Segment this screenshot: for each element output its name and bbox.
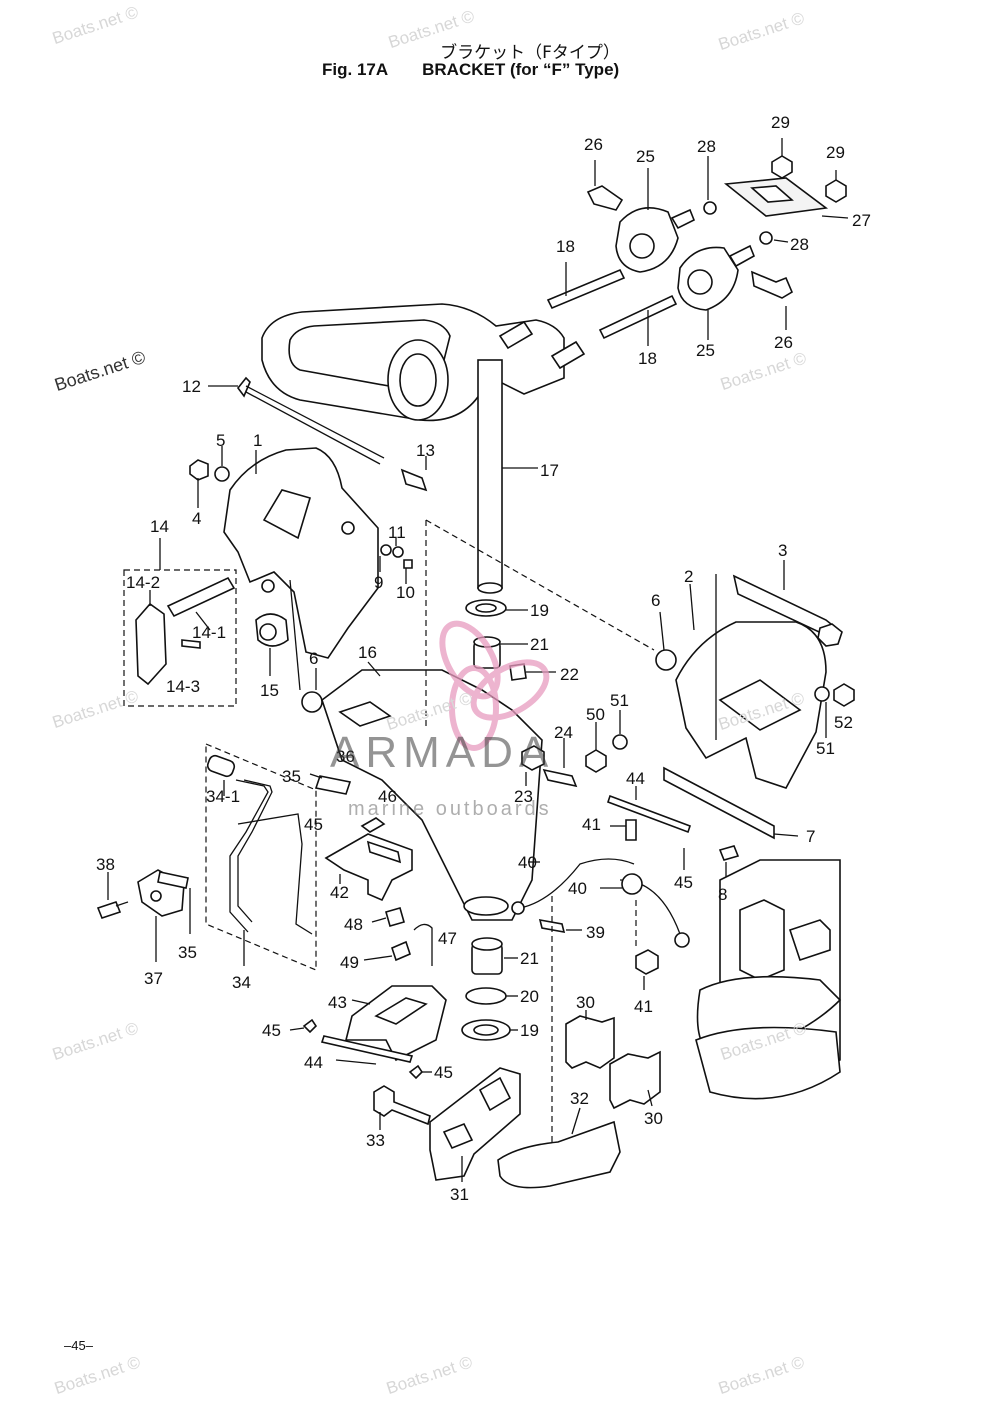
callout-1: 1 — [253, 431, 262, 450]
callout-25-bottom: 25 — [696, 341, 715, 360]
callout-40-top: 40 — [518, 853, 537, 872]
callout-33: 33 — [366, 1131, 385, 1150]
japanese-title: ブラケット（Fタイプ） — [440, 43, 620, 63]
callout-36: 36 — [336, 747, 355, 766]
figure-title: Fig. 17A BRACKET (for “F” Type) — [322, 60, 619, 80]
callout-14-1: 14-1 — [192, 623, 226, 642]
callout-5: 5 — [216, 431, 225, 450]
swivel-bracket-drawing — [321, 519, 655, 921]
callout-16: 16 — [358, 643, 377, 662]
callout-25-top: 25 — [636, 147, 655, 166]
callout-35-bottom: 35 — [178, 943, 197, 962]
right-bracket-drawing — [585, 560, 855, 882]
callout-20: 20 — [520, 987, 539, 1006]
callout-37: 37 — [144, 969, 163, 988]
callout-39: 39 — [586, 923, 605, 942]
callout-18-bottom: 18 — [638, 349, 657, 368]
callout-27: 27 — [852, 211, 871, 230]
center-parts-drawing — [511, 738, 692, 1146]
callout-26-bottom: 26 — [774, 333, 793, 352]
callout-52: 52 — [834, 713, 853, 732]
callout-6-right: 6 — [651, 591, 660, 610]
mount-assembly-drawing — [208, 138, 849, 594]
callout-13: 13 — [416, 441, 435, 460]
callout-7: 7 — [806, 827, 815, 846]
overlay-brand-name: ARMADA — [330, 728, 555, 777]
callout-19-bottom: 19 — [520, 1021, 539, 1040]
callout-21-top: 21 — [530, 635, 549, 654]
callout-44-top: 44 — [626, 769, 645, 788]
callout-51-right: 51 — [816, 739, 835, 758]
callout-45-c: 45 — [262, 1021, 281, 1040]
page-number: –45– — [64, 1338, 93, 1353]
callout-50: 50 — [586, 705, 605, 724]
callout-45-d: 45 — [434, 1063, 453, 1082]
callout-14: 14 — [150, 517, 169, 536]
callout-43: 43 — [328, 993, 347, 1012]
overlay-brand-tagline: marine outboards — [348, 798, 552, 820]
callout-21-bottom: 21 — [520, 949, 539, 968]
callout-46: 46 — [378, 787, 397, 806]
callout-11: 11 — [388, 523, 406, 542]
callout-40-bottom: 40 — [568, 879, 587, 898]
lower-bracket-drawing — [289, 1010, 661, 1189]
callout-17: 17 — [540, 461, 559, 480]
callout-51-top: 51 — [610, 691, 629, 710]
callout-29-top: 29 — [771, 113, 790, 132]
figure-number: Fig. 17A — [322, 60, 389, 79]
callout-44-bottom: 44 — [304, 1053, 323, 1072]
callout-49: 49 — [340, 953, 359, 972]
tilt-lever-drawing — [96, 743, 352, 971]
callout-47: 47 — [438, 929, 457, 948]
callout-14-3: 14-3 — [166, 677, 200, 696]
callout-24: 24 — [554, 723, 573, 742]
callout-38: 38 — [96, 855, 115, 874]
callout-28-top: 28 — [697, 137, 716, 156]
callout-45-a: 45 — [304, 815, 323, 834]
callout-32: 32 — [570, 1089, 589, 1108]
callout-31: 31 — [450, 1185, 469, 1204]
callout-8: 8 — [718, 885, 727, 904]
callout-9: 9 — [374, 573, 383, 592]
callout-28-right: 28 — [790, 235, 809, 254]
callout-26-top: 26 — [584, 135, 603, 154]
callout-labels: 26 25 28 29 29 27 28 18 18 25 26 12 5 1 … — [96, 113, 871, 1204]
callout-12: 12 — [182, 377, 201, 396]
callout-6-left: 6 — [309, 649, 318, 668]
callout-15: 15 — [260, 681, 279, 700]
callout-22: 22 — [560, 665, 579, 684]
callout-34-1: 34-1 — [206, 787, 240, 806]
figure-name: BRACKET (for “F” Type) — [422, 60, 620, 79]
callout-48: 48 — [344, 915, 363, 934]
callout-30-top: 30 — [576, 993, 595, 1012]
callout-23: 23 — [514, 787, 533, 806]
callout-14-2: 14-2 — [126, 573, 160, 592]
callout-19-top: 19 — [530, 601, 549, 620]
callout-41-top: 41 — [582, 815, 601, 834]
callout-41-bottom: 41 — [634, 997, 653, 1016]
callout-42: 42 — [330, 883, 349, 902]
callout-34: 34 — [232, 973, 251, 992]
armada-logo-icon — [439, 620, 550, 751]
callout-29-right: 29 — [826, 143, 845, 162]
callout-35-top: 35 — [282, 767, 301, 786]
callout-2: 2 — [684, 567, 693, 586]
callout-18-top: 18 — [556, 237, 575, 256]
clamp-bracket-drawing — [123, 446, 413, 713]
callout-3: 3 — [778, 541, 787, 560]
lock-lever-drawing — [324, 817, 518, 1062]
callout-30-bottom: 30 — [644, 1109, 663, 1128]
callout-10: 10 — [396, 583, 415, 602]
callout-4: 4 — [192, 509, 201, 528]
transom-drawing — [695, 859, 842, 1100]
callout-45-b: 45 — [674, 873, 693, 892]
